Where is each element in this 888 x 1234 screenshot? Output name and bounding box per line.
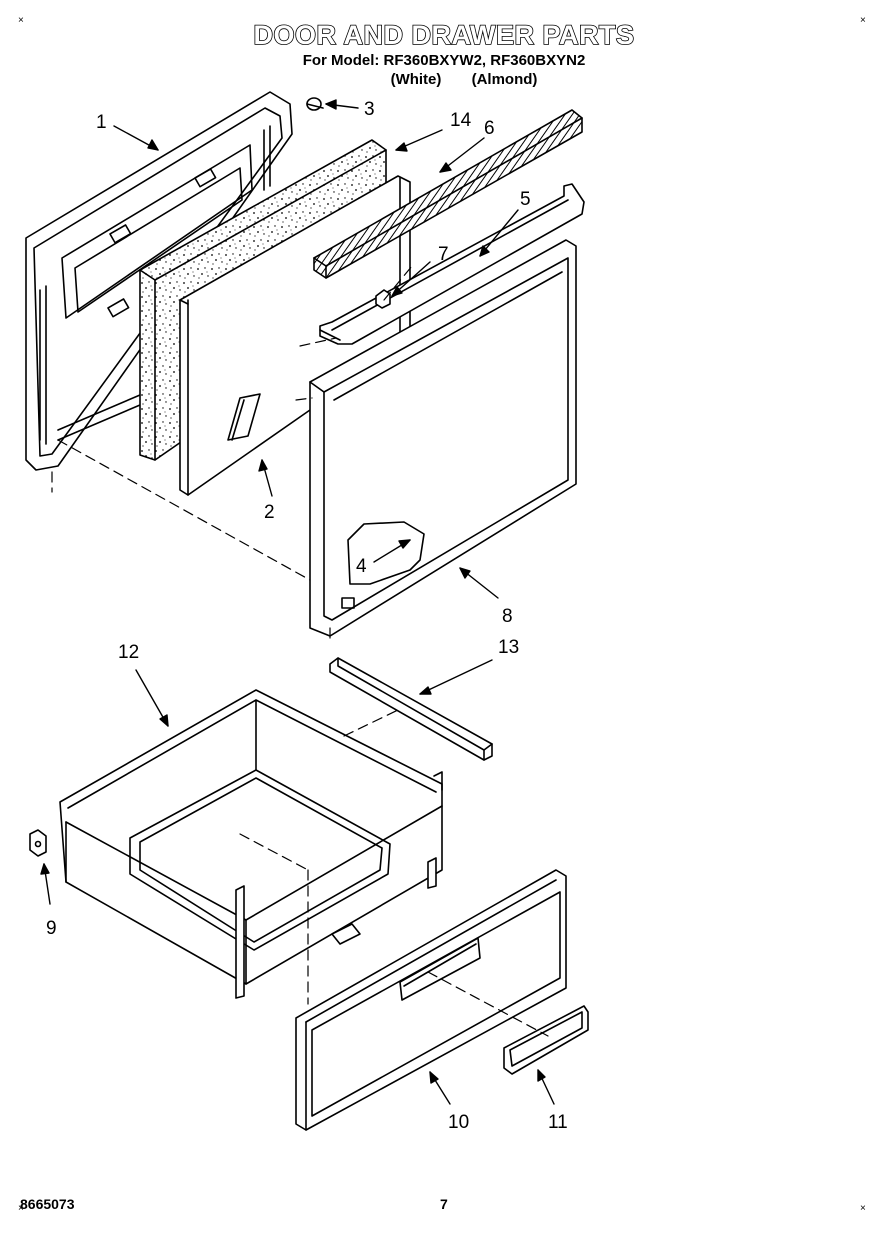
variant-almond: (Almond) xyxy=(471,71,538,88)
page-title: DOOR AND DRAWER PARTS xyxy=(253,19,635,51)
callout-14: 14 xyxy=(450,110,472,131)
callout-4: 4 xyxy=(356,556,367,577)
callout-9: 9 xyxy=(46,918,57,939)
corner-mark-top-right: × xyxy=(860,15,866,26)
callout-2: 2 xyxy=(264,502,275,523)
part-drawer-body xyxy=(59,689,443,999)
page-number: 7 xyxy=(440,1196,448,1212)
color-variants: (White) (Almond) xyxy=(0,71,888,88)
corner-mark-top-left: × xyxy=(18,15,24,26)
callout-1: 1 xyxy=(96,112,107,133)
model-line: For Model: RF360BXYW2, RF360BXYN2 xyxy=(302,52,586,69)
callout-5: 5 xyxy=(520,189,531,210)
part-drawer-handle xyxy=(503,1005,589,1075)
part-door-screw xyxy=(306,97,324,111)
part-handle-clip xyxy=(375,289,391,309)
lower-alignment-lines xyxy=(239,709,549,1037)
document-number: 8665073 xyxy=(20,1196,75,1212)
variant-white: (White) xyxy=(390,71,442,88)
part-drawer-rail xyxy=(329,657,493,761)
upper-alignment-lines xyxy=(51,265,413,641)
callout-13: 13 xyxy=(498,637,519,658)
callout-3: 3 xyxy=(364,99,375,120)
leader-arrows xyxy=(40,99,555,1105)
part-door-vent-trim xyxy=(313,109,583,279)
callout-10: 10 xyxy=(448,1112,469,1133)
part-door-glass-frame xyxy=(309,239,577,637)
part-drawer-front-panel xyxy=(295,869,567,1131)
corner-mark-bottom-right: × xyxy=(860,1203,866,1214)
callout-6: 6 xyxy=(484,118,495,139)
corner-mark-bottom-left: × xyxy=(18,1203,24,1214)
callout-7: 7 xyxy=(438,244,449,265)
callout-12: 12 xyxy=(118,642,139,663)
part-drawer-clip xyxy=(29,829,47,857)
callout-11: 11 xyxy=(548,1112,568,1133)
callout-8: 8 xyxy=(502,606,513,627)
